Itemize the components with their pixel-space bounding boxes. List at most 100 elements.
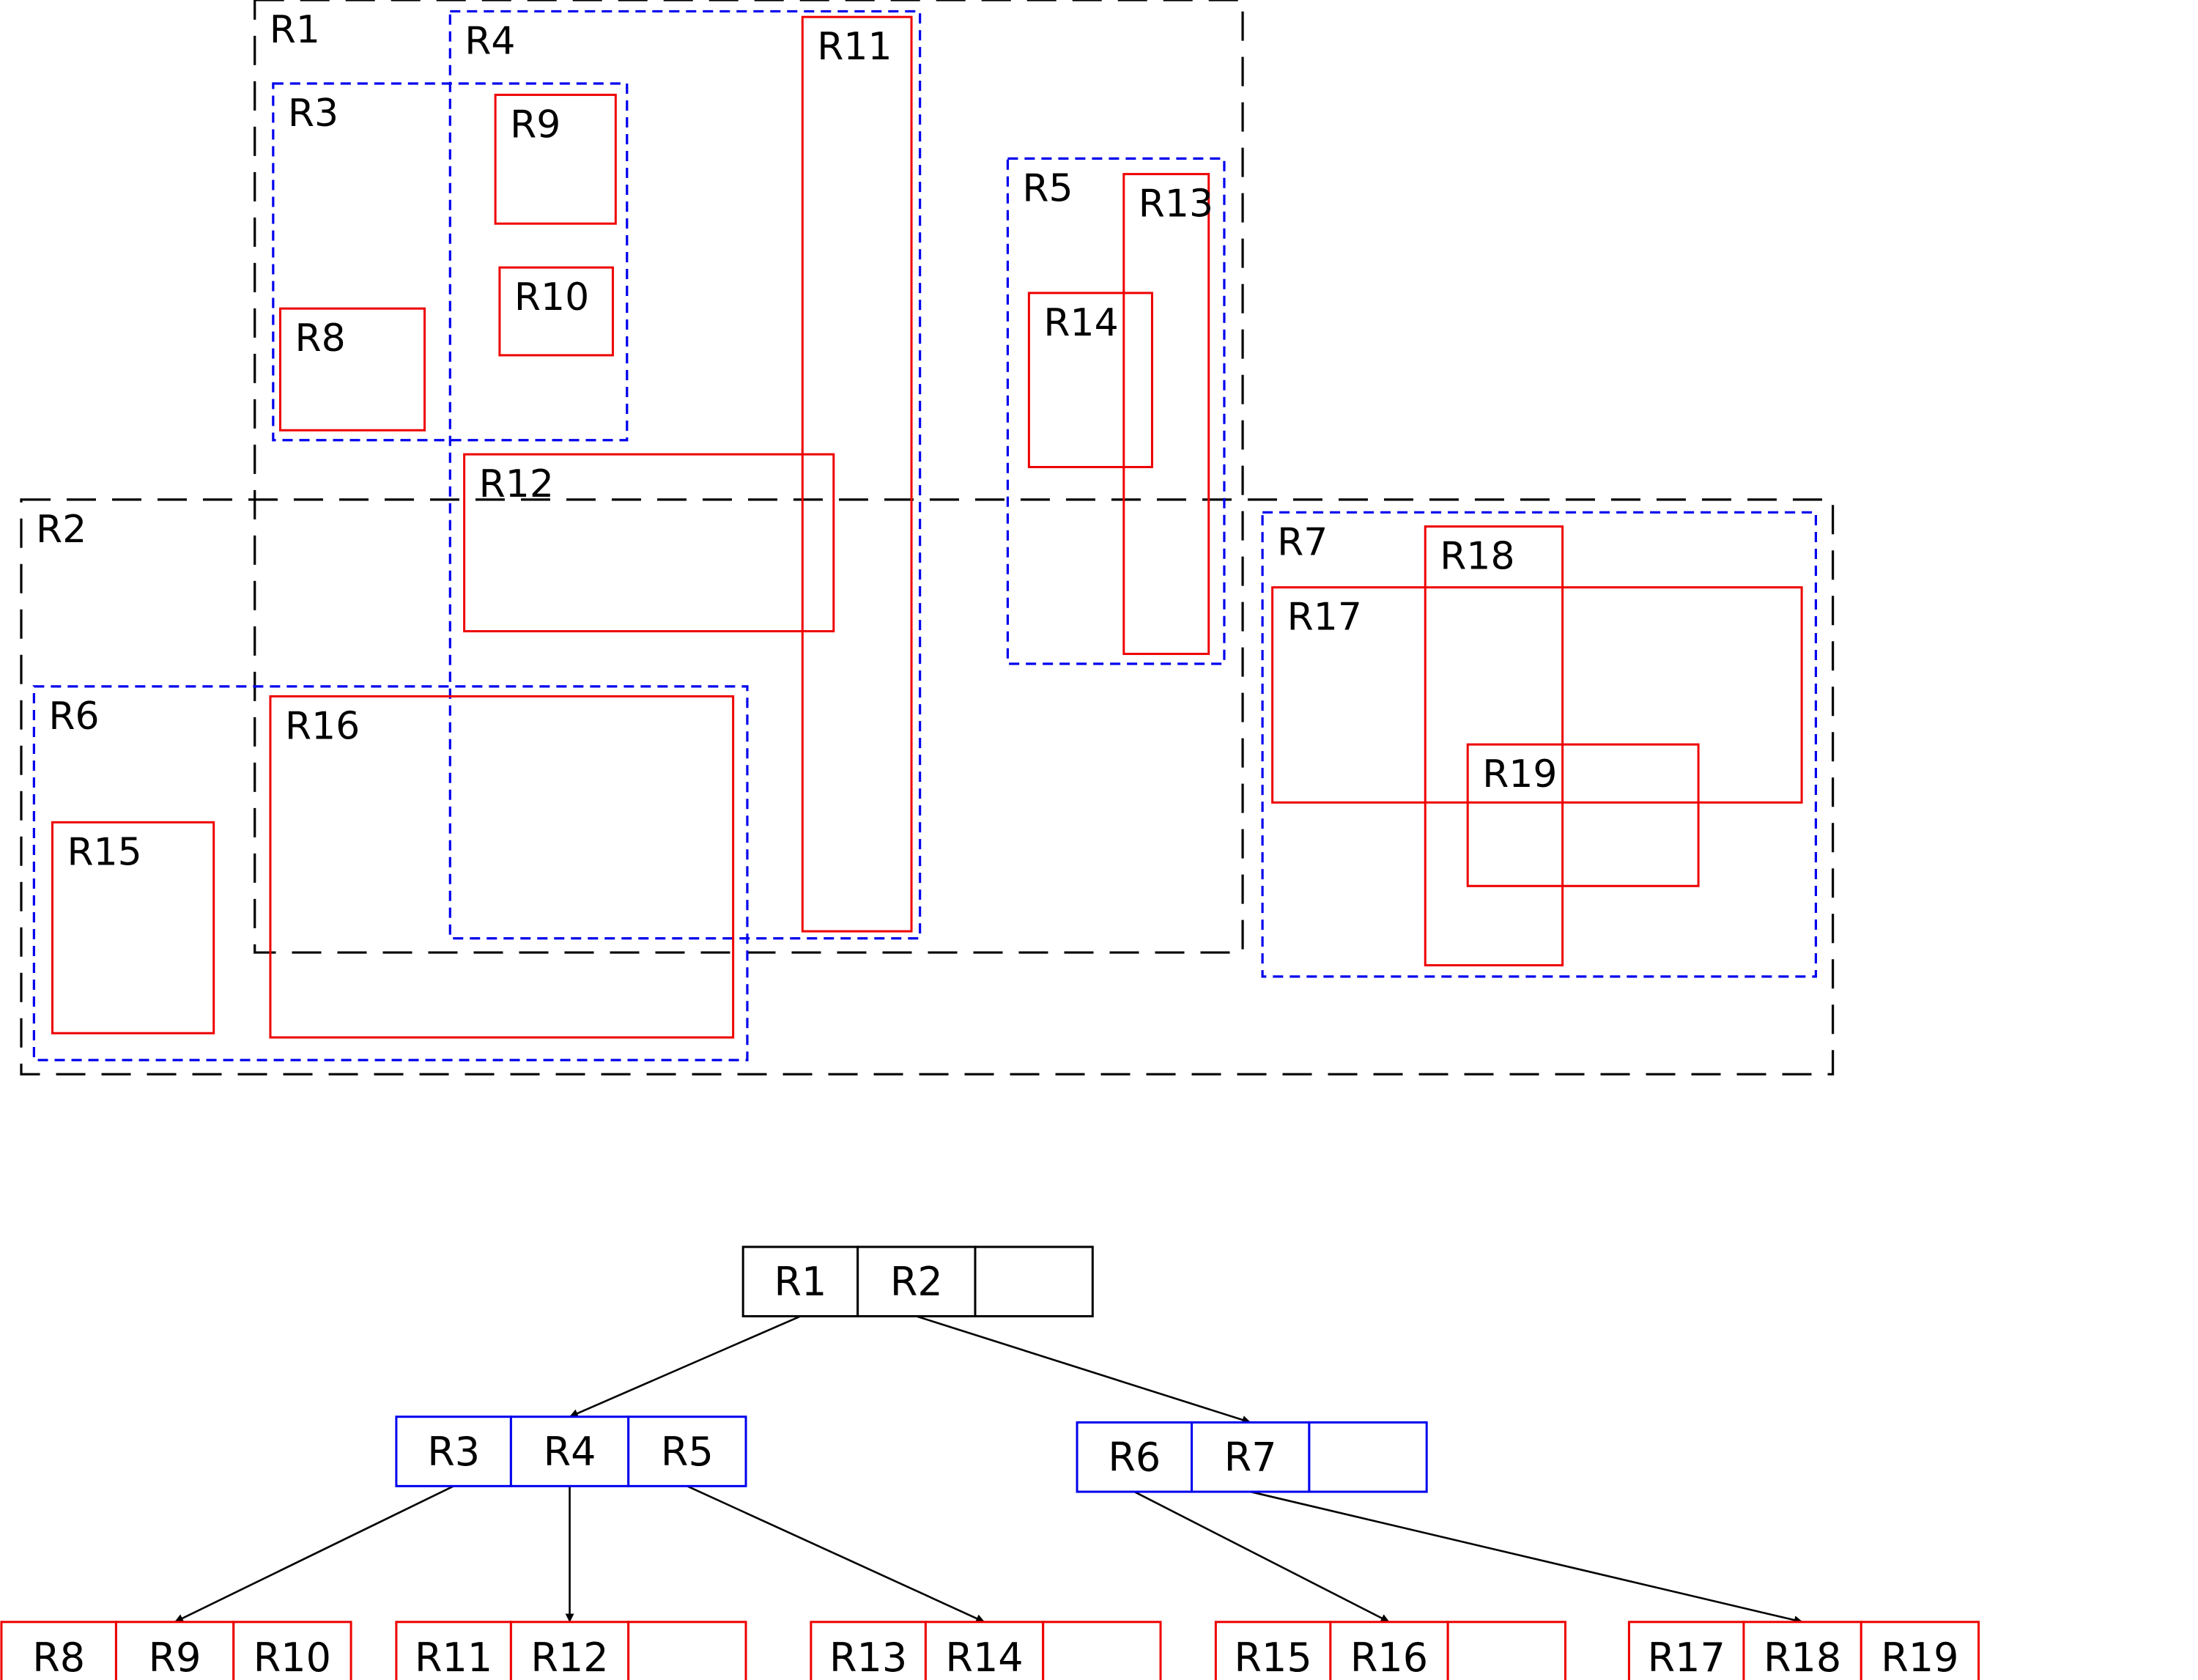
region-r1-rect bbox=[254, 0, 1244, 954]
region-r15-label: R15 bbox=[67, 830, 141, 874]
region-r8: R8 bbox=[278, 307, 426, 432]
tree-edge-n-r1-to-leaf-r3 bbox=[174, 1485, 454, 1623]
tree-entry-r15-label: R15 bbox=[1235, 1635, 1312, 1680]
tree-edge-n-r2-to-leaf-r6 bbox=[1133, 1490, 1390, 1623]
tree-entry-r9-label: R9 bbox=[149, 1635, 201, 1680]
tree-empty-slot bbox=[1446, 1621, 1567, 1680]
region-r11-rect bbox=[801, 15, 913, 933]
tree-edge-n-r2-to-leaf-r7 bbox=[1250, 1490, 1803, 1625]
region-r13-rect bbox=[1122, 173, 1210, 655]
tree-entry-r5-label: R5 bbox=[661, 1429, 714, 1475]
region-r13: R13 bbox=[1122, 173, 1213, 655]
tree-entry-r10-label: R10 bbox=[254, 1635, 331, 1680]
tree-entry-r8-label: R8 bbox=[32, 1635, 85, 1680]
tree-entry-r3-label: R3 bbox=[427, 1429, 480, 1475]
region-r5-rect bbox=[1006, 157, 1226, 665]
tree-entry-r15-cell bbox=[1214, 1621, 1332, 1680]
region-r5-label: R5 bbox=[1022, 166, 1073, 210]
region-r12: R12 bbox=[463, 453, 835, 633]
tree-edge-root-to-n-r1 bbox=[569, 1315, 801, 1418]
tree-node-leaf-r5: R13 R14 bbox=[810, 1621, 1162, 1680]
tree-entry-r19-cell bbox=[1860, 1621, 1980, 1680]
region-r15: R15 bbox=[51, 821, 215, 1035]
region-r9: R9 bbox=[494, 93, 617, 225]
region-r16-rect bbox=[269, 695, 735, 1039]
region-r17-label: R17 bbox=[1287, 596, 1362, 640]
tree-node-leaf-r4: R11 R12 bbox=[395, 1621, 747, 1680]
region-r17: R17 bbox=[1271, 586, 1803, 804]
region-r6-rect bbox=[32, 685, 749, 1062]
region-r2: R2 bbox=[20, 498, 1835, 1076]
tree-entry-r11-cell bbox=[395, 1621, 512, 1680]
tree-entry-r2-label: R2 bbox=[890, 1259, 943, 1305]
tree-entry-r16-cell bbox=[1329, 1621, 1449, 1680]
region-r16: R16 bbox=[269, 695, 735, 1039]
tree-entry-r14-label: R14 bbox=[945, 1635, 1023, 1680]
region-r2-label: R2 bbox=[36, 508, 86, 552]
tree-entry-r6-label: R6 bbox=[1108, 1435, 1161, 1481]
region-r1: R1 bbox=[254, 0, 1244, 954]
tree-edge-n-r1-to-leaf-r5 bbox=[687, 1485, 985, 1623]
tree-entry-r5-cell bbox=[627, 1416, 747, 1487]
region-r11: R11 bbox=[801, 15, 913, 933]
region-r4-rect bbox=[448, 10, 922, 940]
region-r8-label: R8 bbox=[295, 317, 345, 360]
region-r19-rect bbox=[1466, 743, 1700, 887]
region-r10-label: R10 bbox=[514, 275, 589, 319]
tree-entry-r12-cell bbox=[509, 1621, 630, 1680]
tree-entry-r8-cell bbox=[0, 1621, 117, 1680]
region-r7-label: R7 bbox=[1277, 520, 1328, 564]
tree-entry-r6-cell bbox=[1076, 1421, 1194, 1493]
spatial-regions-panel: R1R2R3R4R5R6R7R8R9R10R11R12R13R14R15R16R… bbox=[20, 0, 1835, 1076]
region-r4-label: R4 bbox=[465, 19, 515, 63]
tree-entry-r4-cell bbox=[509, 1416, 630, 1487]
region-r9-rect bbox=[494, 93, 617, 225]
region-r12-rect bbox=[463, 453, 835, 633]
tree-entry-r14-cell bbox=[924, 1621, 1045, 1680]
tree-entry-r19-label: R19 bbox=[1881, 1635, 1958, 1680]
tree-entry-r12-label: R12 bbox=[530, 1635, 608, 1680]
tree-node-leaf-r3: R8 R9 R10 bbox=[0, 1621, 352, 1680]
tree-node-leaf-r6: R15 R16 bbox=[1214, 1621, 1567, 1680]
region-r11-label: R11 bbox=[817, 25, 892, 69]
tree-entry-r10-cell bbox=[232, 1621, 352, 1680]
region-r5: R5 bbox=[1006, 157, 1226, 665]
tree-entry-r7-cell bbox=[1191, 1421, 1311, 1493]
region-r18: R18 bbox=[1424, 525, 1564, 966]
tree-node-n-r2: R6 R7 bbox=[1076, 1421, 1428, 1493]
region-r14-label: R14 bbox=[1043, 301, 1118, 345]
region-r6-label: R6 bbox=[48, 695, 99, 739]
region-r3-label: R3 bbox=[288, 92, 338, 136]
region-r17-rect bbox=[1271, 586, 1803, 804]
tree-entry-r1-cell bbox=[741, 1246, 859, 1318]
region-r13-label: R13 bbox=[1139, 182, 1213, 226]
region-r18-label: R18 bbox=[1440, 535, 1514, 579]
region-r14: R14 bbox=[1027, 292, 1153, 468]
tree-entry-r16-label: R16 bbox=[1350, 1635, 1428, 1680]
region-r12-label: R12 bbox=[479, 462, 554, 506]
tree-empty-slot bbox=[1042, 1621, 1162, 1680]
region-r19-label: R19 bbox=[1482, 752, 1557, 796]
region-r10: R10 bbox=[498, 266, 614, 357]
tree-entry-r2-cell bbox=[856, 1246, 977, 1318]
tree-edges bbox=[174, 1315, 1803, 1625]
tree-entry-r7-label: R7 bbox=[1224, 1435, 1277, 1481]
region-r9-label: R9 bbox=[510, 103, 560, 147]
tree-node-n-r1: R3 R4 R5 bbox=[395, 1416, 747, 1487]
region-r15-rect bbox=[51, 821, 215, 1035]
region-r18-rect bbox=[1424, 525, 1564, 966]
tree-entry-r4-label: R4 bbox=[544, 1429, 596, 1475]
tree-entry-r13-label: R13 bbox=[829, 1635, 907, 1680]
tree-entry-r18-cell bbox=[1742, 1621, 1862, 1680]
region-r2-rect bbox=[20, 498, 1835, 1076]
tree-entry-r11-label: R11 bbox=[415, 1635, 492, 1680]
region-r6: R6 bbox=[32, 685, 749, 1062]
region-r10-rect bbox=[498, 266, 614, 357]
region-r14-rect bbox=[1027, 292, 1153, 468]
tree-entry-r17-label: R17 bbox=[1648, 1635, 1725, 1680]
region-r16-label: R16 bbox=[285, 704, 360, 748]
